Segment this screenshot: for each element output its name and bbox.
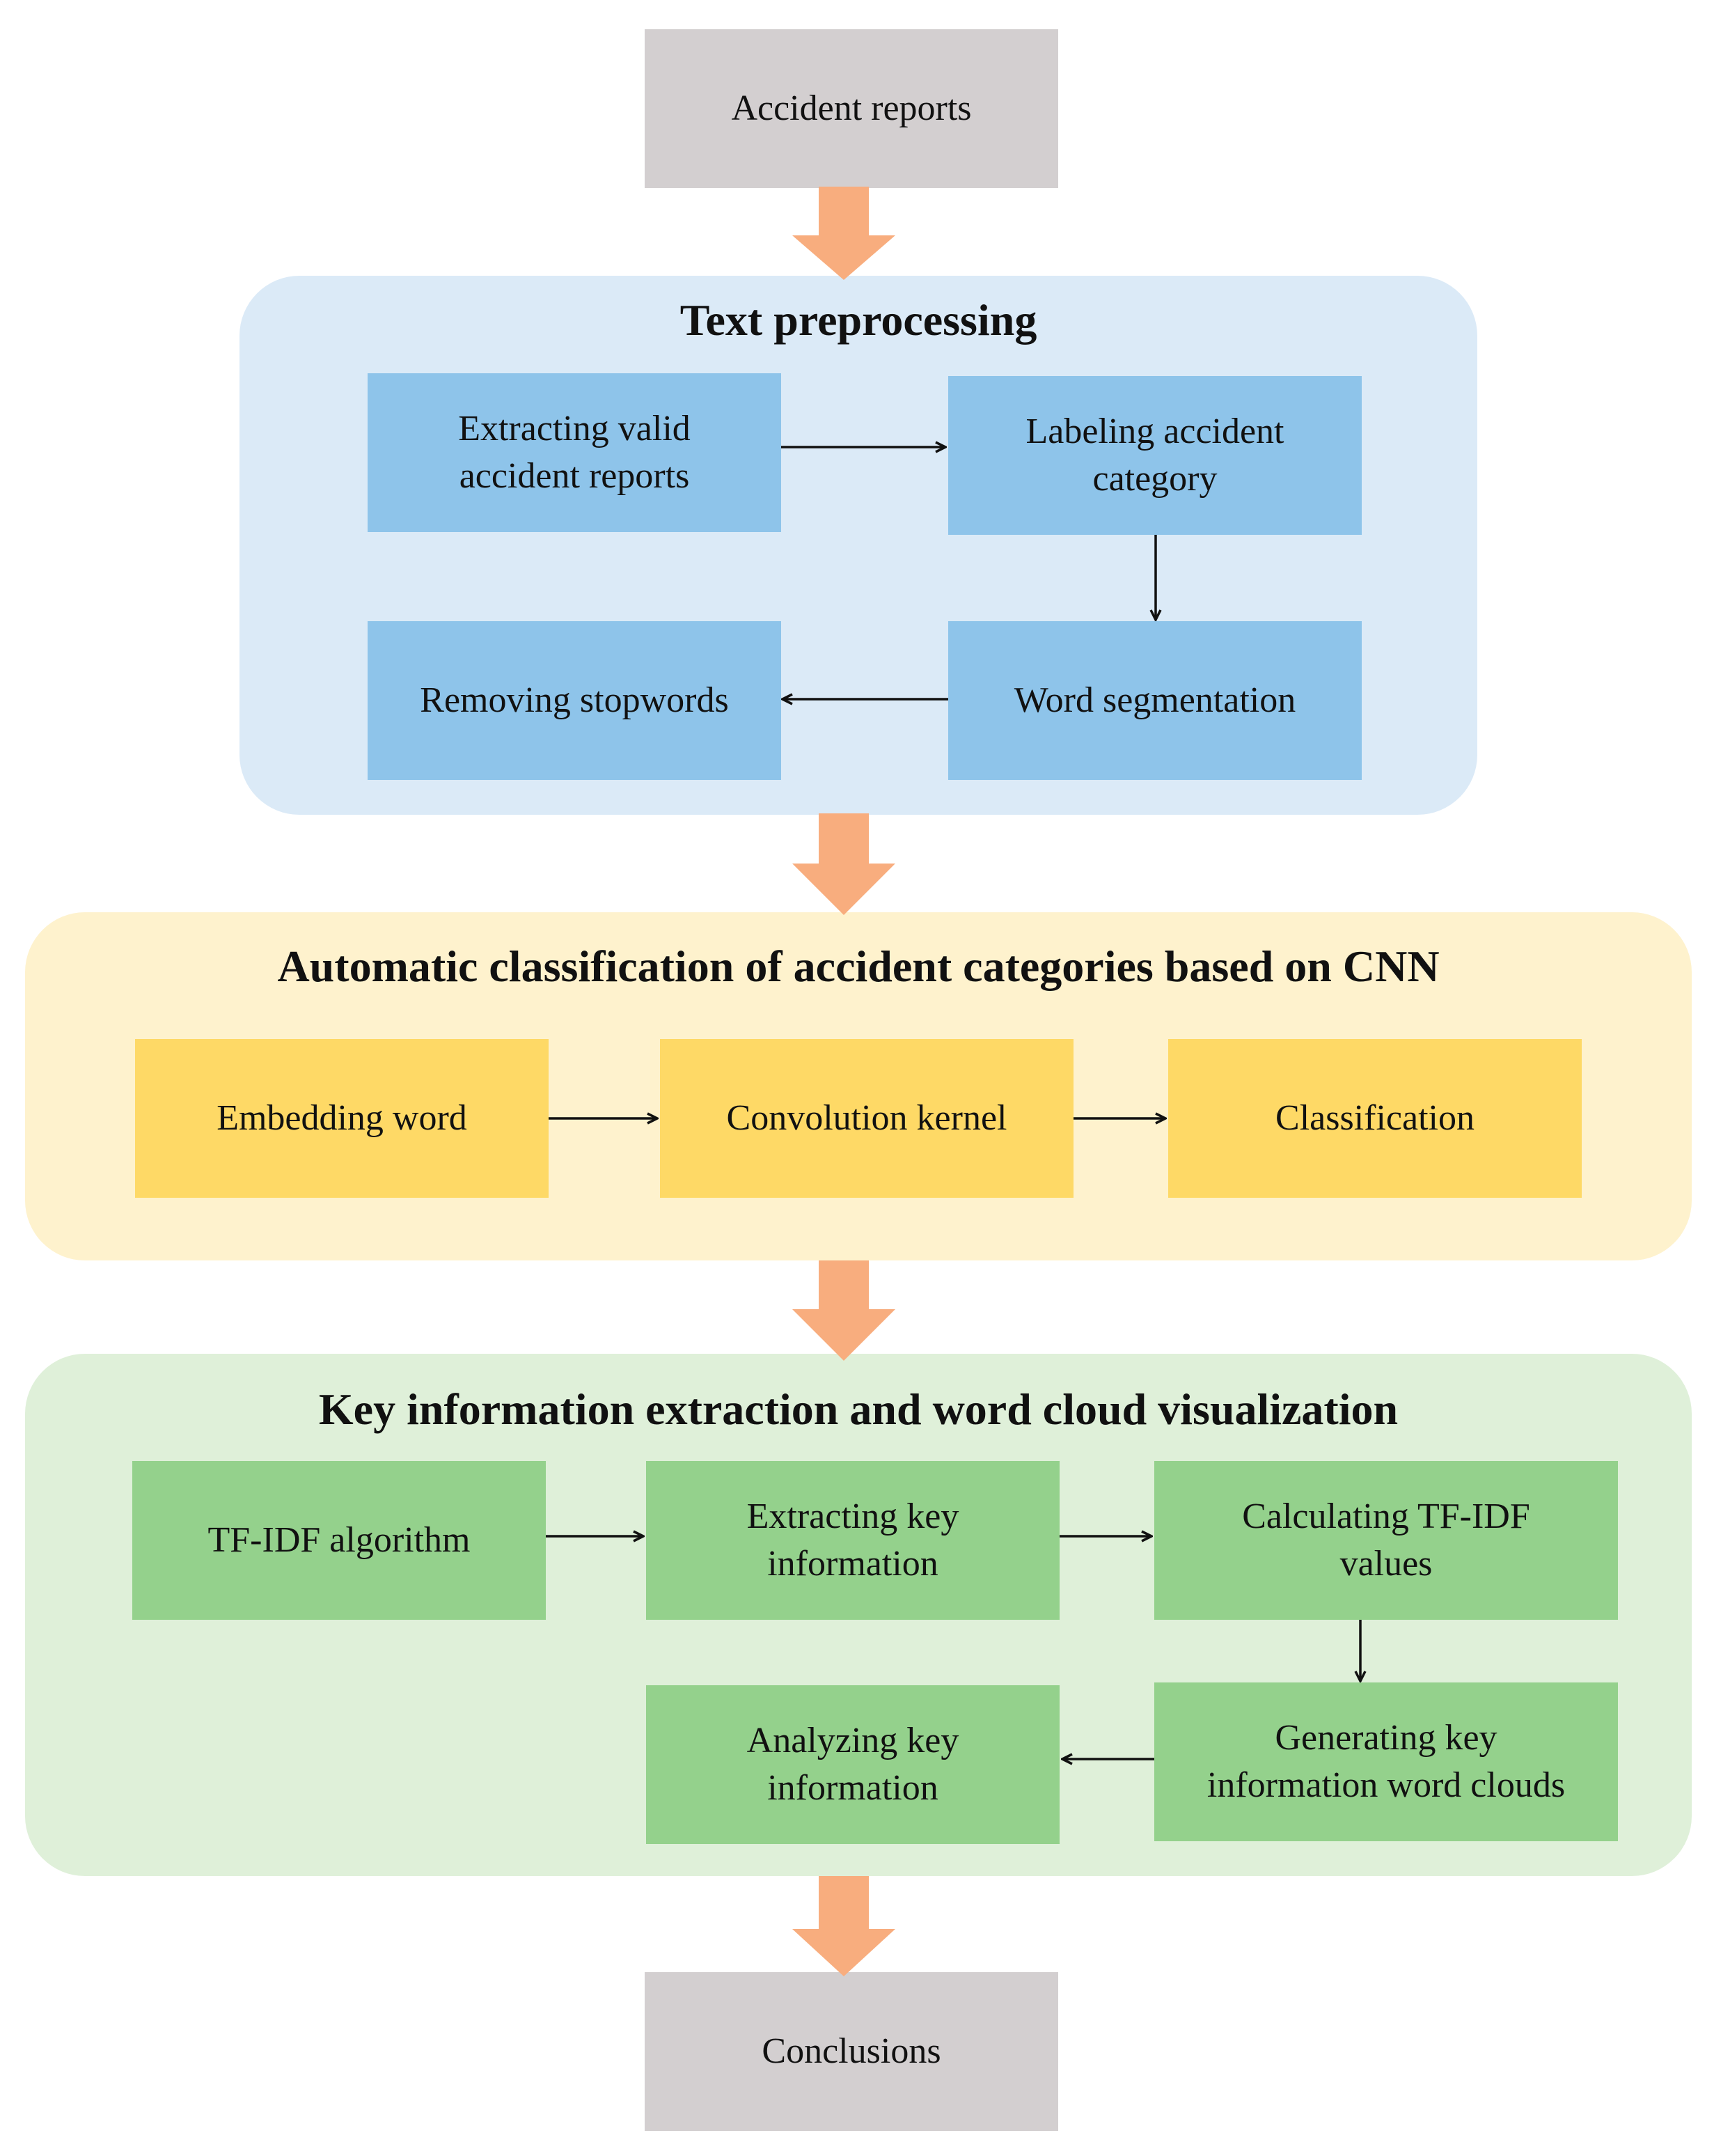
flow-arrow-cnn-to-key-information bbox=[792, 1260, 895, 1361]
convolution-kernel-box: Convolution kernel bbox=[660, 1039, 1074, 1198]
classification-box: Classification bbox=[1168, 1039, 1582, 1198]
embedding-word-label: Embedding word bbox=[217, 1098, 467, 1138]
flow-arrow-preprocessing-to-cnn bbox=[792, 813, 895, 915]
start-label: Accident reports bbox=[731, 88, 972, 128]
flow-arrow-key-information-to-end bbox=[792, 1876, 895, 1976]
generating-word-clouds-box: Generating key information word clouds bbox=[1154, 1682, 1618, 1841]
labeling-category-line-1: Labeling accident bbox=[1025, 412, 1284, 451]
word-segmentation-box: Word segmentation bbox=[948, 621, 1362, 780]
text-preprocessing-title: Text preprocessing bbox=[679, 295, 1037, 345]
end-box: Conclusions bbox=[645, 1972, 1058, 2131]
end-label: Conclusions bbox=[762, 2031, 941, 2071]
analyzing-key-information-line-2: information bbox=[767, 1768, 938, 1808]
extracting-valid-reports-line-1: Extracting valid bbox=[458, 409, 691, 448]
generating-word-clouds-line-1: Generating key bbox=[1275, 1718, 1497, 1758]
analyzing-key-information-line-1: Analyzing key bbox=[746, 1721, 959, 1760]
convolution-kernel-label: Convolution kernel bbox=[726, 1098, 1007, 1138]
labeling-category-box: Labeling accident category bbox=[948, 376, 1362, 535]
calculating-tfidf-values-box: Calculating TF-IDF values bbox=[1154, 1461, 1618, 1620]
embedding-word-box: Embedding word bbox=[135, 1039, 549, 1198]
generating-word-clouds-line-2: information word clouds bbox=[1206, 1765, 1566, 1805]
tfidf-algorithm-box: TF-IDF algorithm bbox=[132, 1461, 546, 1620]
calculating-tfidf-values-line-2: values bbox=[1339, 1544, 1433, 1584]
labeling-category-line-2: category bbox=[1092, 459, 1218, 499]
extracting-key-information-line-1: Extracting key bbox=[746, 1497, 959, 1536]
cnn-classification-title: Automatic classification of accident cat… bbox=[277, 942, 1440, 991]
removing-stopwords-box: Removing stopwords bbox=[368, 621, 781, 780]
extracting-valid-reports-line-2: accident reports bbox=[459, 456, 690, 496]
extracting-key-information-box: Extracting key information bbox=[646, 1461, 1060, 1620]
start-box: Accident reports bbox=[645, 29, 1058, 188]
extracting-key-information-line-2: information bbox=[767, 1544, 938, 1584]
extracting-valid-reports-box: Extracting valid accident reports bbox=[368, 373, 781, 532]
calculating-tfidf-values-line-1: Calculating TF-IDF bbox=[1242, 1497, 1530, 1536]
flow-arrow-start-to-preprocessing bbox=[792, 187, 895, 280]
analyzing-key-information-box: Analyzing key information bbox=[646, 1685, 1060, 1844]
tfidf-algorithm-label: TF-IDF algorithm bbox=[207, 1520, 471, 1560]
key-information-title: Key information extraction and word clou… bbox=[318, 1384, 1399, 1434]
word-segmentation-label: Word segmentation bbox=[1014, 680, 1296, 720]
removing-stopwords-label: Removing stopwords bbox=[420, 680, 729, 720]
classification-label: Classification bbox=[1275, 1098, 1475, 1138]
